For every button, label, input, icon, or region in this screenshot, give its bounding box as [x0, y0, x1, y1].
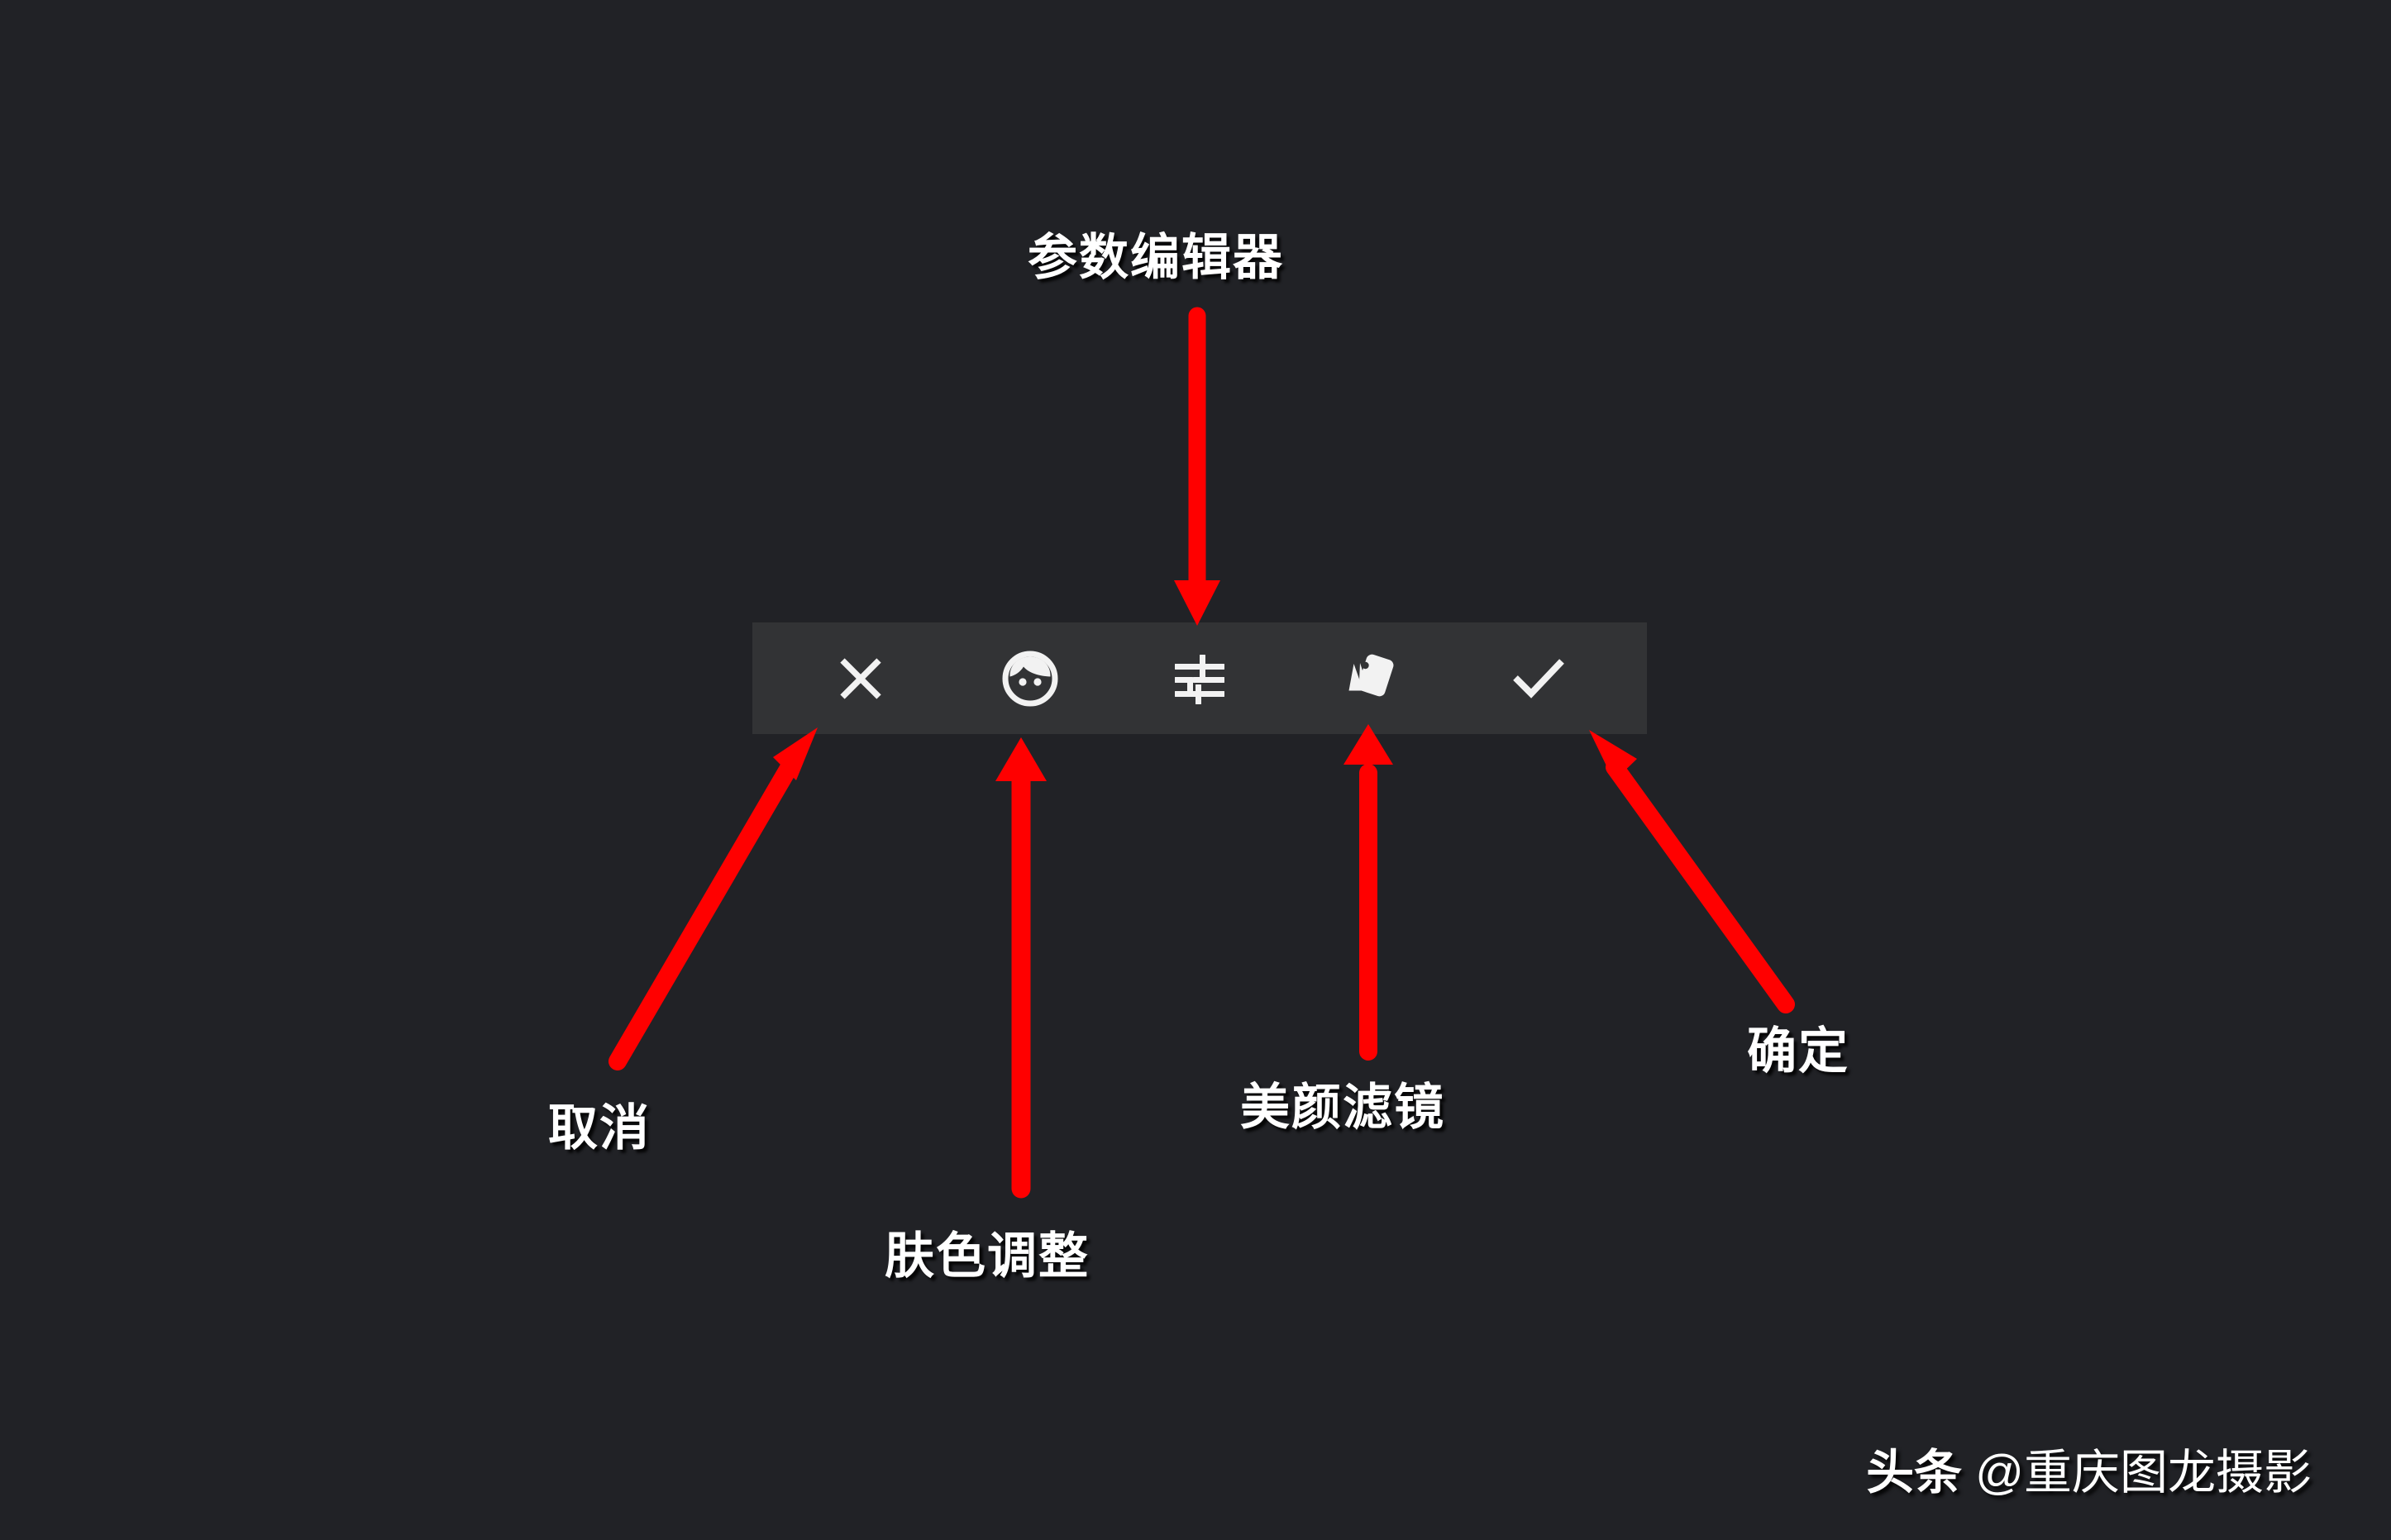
- check-mark-icon: [1510, 653, 1567, 704]
- cancel-button[interactable]: [807, 633, 914, 724]
- arrow-confirm: [1589, 730, 1795, 1013]
- face-portrait-icon: [1000, 649, 1060, 708]
- editor-toolbar: [752, 622, 1647, 734]
- label-confirm: 确定: [1747, 1023, 1849, 1079]
- beauty-filter-button[interactable]: [1315, 633, 1423, 724]
- sliders-icon: [1173, 652, 1226, 705]
- close-x-icon: [835, 653, 886, 704]
- label-param-editor: 参数编辑器: [1028, 230, 1284, 285]
- label-skin-tone: 肤色调整: [885, 1228, 1090, 1284]
- parameter-editor-button[interactable]: [1146, 633, 1253, 724]
- arrow-cancel: [608, 727, 818, 1070]
- arrow-beauty-filter: [1343, 724, 1393, 1061]
- confirm-button[interactable]: [1485, 633, 1592, 724]
- watermark-handle: @重庆图龙摄影: [1975, 1446, 2312, 1499]
- watermark-source: 头条: [1866, 1446, 1963, 1499]
- label-cancel: 取消: [548, 1100, 651, 1156]
- label-beauty-filter: 美颜滤镜: [1240, 1080, 1445, 1135]
- filter-cards-icon: [1340, 650, 1398, 708]
- arrow-skin-tone: [995, 737, 1047, 1199]
- arrow-param-editor: [1174, 307, 1220, 626]
- watermark: 头条 @重庆图龙摄影: [1866, 1449, 2312, 1497]
- skin-tone-button[interactable]: [976, 633, 1084, 724]
